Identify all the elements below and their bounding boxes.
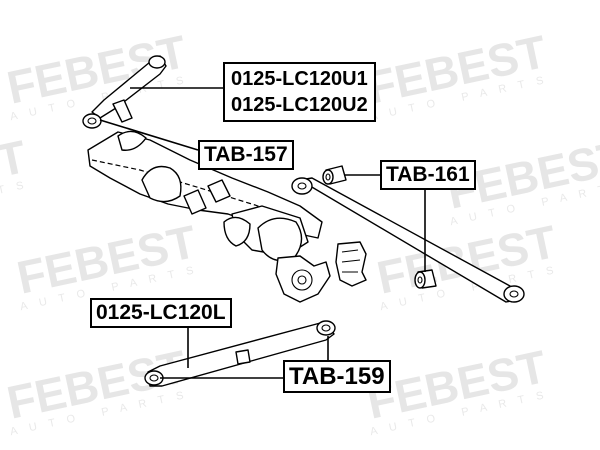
stabilizer-bracket <box>335 241 367 287</box>
watermark-subtitle: AUTO PARTS <box>0 177 36 228</box>
watermark-brand: FEBEST <box>0 130 31 219</box>
part-number-0125-lc120u1: 0125-LC120U1 <box>231 68 368 90</box>
lateral-rod <box>291 177 525 303</box>
bushing-tab161-lower <box>414 269 437 289</box>
callout-lateral-rod-bushing: TAB-161 <box>380 160 476 190</box>
callout-upper-bushing: TAB-157 <box>198 140 294 170</box>
callout-lower-bushing: TAB-159 <box>283 360 391 393</box>
bushing-tab161-upper <box>322 165 347 185</box>
part-number-0125-lc120u2: 0125-LC120U2 <box>231 94 368 116</box>
upper-control-arm <box>82 55 167 129</box>
leader-lines <box>99 87 426 379</box>
rear-axle-housing <box>87 130 331 303</box>
callout-upper-arm-part-numbers: 0125-LC120U1 0125-LC120U2 <box>223 62 376 122</box>
callout-lower-arm: 0125-LC120L <box>90 298 232 328</box>
